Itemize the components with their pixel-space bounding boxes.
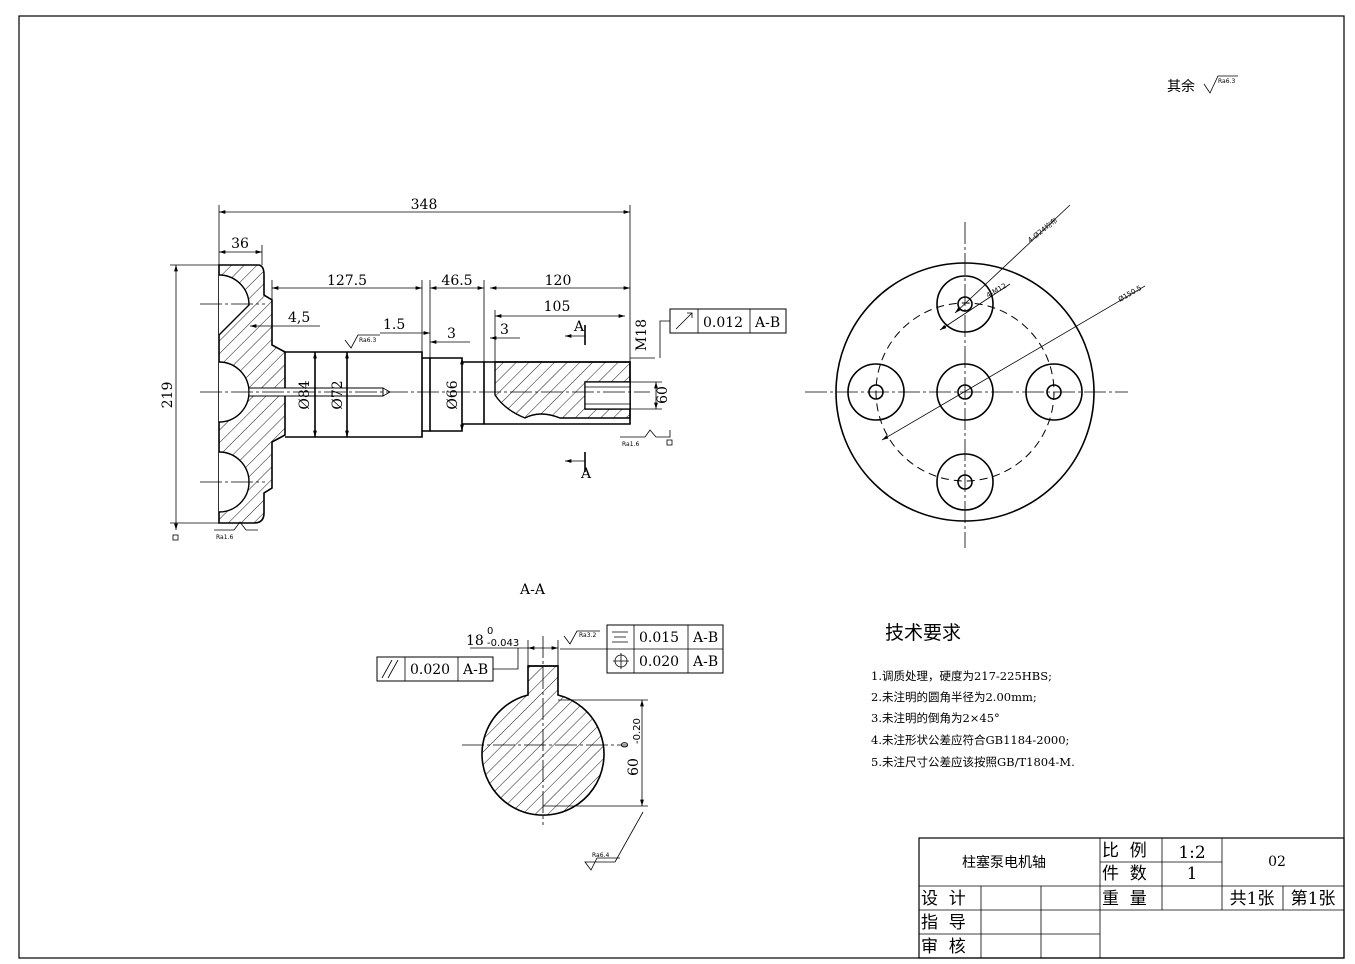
roughness-c: Ra1.6	[216, 534, 233, 541]
symmetry-value: 0.015	[639, 630, 679, 646]
dim-keyway-length: 105	[544, 299, 571, 315]
general-roughness: 其余 Ra6.3	[1167, 75, 1238, 95]
tech-item-1: 1.调质处理，硬度为217-225HBS;	[871, 669, 1052, 683]
label-thread: 4-M12	[985, 282, 1008, 300]
review-label: 审 核	[921, 937, 966, 957]
key-tol-lower: -0.043	[487, 638, 519, 649]
dim-seg2: 46.5	[441, 273, 472, 289]
dim-flange-thickness: 36	[231, 236, 249, 252]
roughness-b: Ra6.4	[592, 852, 609, 859]
dim-3b: 3	[500, 322, 509, 338]
section-title: A-A	[519, 582, 546, 598]
runout-tolerance-frame: 0.012 A-B	[659, 308, 787, 358]
parallel-tolerance-frame: 0.020 A-B	[376, 648, 519, 682]
tech-item-2: 2.未注明的圆角半径为2.00mm;	[871, 690, 1037, 704]
depth: 60	[626, 758, 642, 776]
symmetry-position-frame: 0.015 A-B 0.020 A-B	[560, 624, 724, 674]
runout-datum: A-B	[754, 315, 780, 331]
roughness-a: Ra3.2	[579, 632, 596, 639]
label-holes: 4-Ø24均布	[1026, 216, 1059, 245]
dim-1-5: 1.5	[383, 317, 405, 333]
bolt-hole-right	[1025, 363, 1083, 421]
dim-seg3: 120	[545, 273, 572, 289]
tech-item-5: 5.未注尺寸公差应该按照GB/T1804-M.	[871, 755, 1075, 769]
roughness-a: Ra6.3	[359, 337, 376, 344]
section-label-top: A	[573, 319, 585, 335]
position-value: 0.020	[639, 654, 679, 670]
scale-value: 1:2	[1178, 843, 1205, 863]
qty-label: 件 数	[1102, 864, 1147, 884]
dim-flange-dia: 219	[160, 382, 176, 409]
key-width: 18	[466, 633, 484, 649]
dim-total-length: 348	[411, 197, 438, 213]
depth-tol-upper: 0	[620, 742, 631, 748]
scale-label: 比 例	[1102, 841, 1147, 861]
shaft-front-view: 348 36 127.5 46.5 120 105 4,5 1.5 3 3	[160, 197, 787, 541]
guide-label: 指 导	[921, 913, 966, 933]
position-datum: A-B	[692, 654, 718, 670]
drawing-border	[18, 15, 1345, 959]
tech-requirements: 技术要求 1.调质处理，硬度为217-225HBS; 2.未注明的圆角半径为2.…	[871, 622, 1075, 769]
dim-seg1: 127.5	[327, 273, 367, 289]
roughness-b: Ra1.6	[622, 441, 639, 448]
depth-tol-lower: -0.20	[632, 718, 643, 744]
tech-heading: 技术要求	[885, 622, 961, 644]
general-roughness-value: Ra6.3	[1218, 78, 1235, 85]
label-pcd: Ø150.5	[1117, 284, 1143, 304]
bolt-hole-left	[847, 363, 905, 421]
end-view: 4-Ø24均布 4-M12 Ø150.5	[805, 204, 1146, 548]
sheets-total: 共1张	[1230, 889, 1275, 909]
bolt-hole-bottom	[936, 453, 994, 511]
drawing-no: 02	[1268, 854, 1286, 870]
section-label-bottom: A	[580, 466, 592, 482]
weight-label: 重 量	[1102, 889, 1147, 909]
tech-item-3: 3.未注明的倒角为2×45°	[871, 711, 1000, 725]
dim-4-5: 4,5	[288, 310, 310, 326]
sheet-no: 第1张	[1291, 889, 1336, 909]
general-roughness-prefix: 其余	[1167, 78, 1195, 95]
dim-hole-depth: 60	[655, 386, 671, 404]
bolt-hole-top	[936, 275, 994, 333]
section-a-a: A-A 18 0 -0.043 60 0 -0.20 Ra3.2 Ra6.4 0…	[376, 582, 724, 871]
part-name: 柱塞泵电机轴	[962, 854, 1046, 871]
dim-d66: Ø66	[445, 380, 461, 409]
title-block: 柱塞泵电机轴 比 例 1:2 件 数 1 02 重 量 共1张 第1张 设 计 …	[918, 837, 1345, 959]
tech-item-4: 4.未注形状公差应符合GB1184-2000;	[871, 733, 1069, 747]
dim-thread: M18	[634, 319, 650, 351]
symmetry-datum: A-B	[692, 630, 718, 646]
parallel-datum: A-B	[462, 662, 488, 678]
dim-d72: Ø72	[330, 380, 346, 409]
bolt-hole-center	[936, 363, 994, 421]
designer-label: 设 计	[921, 889, 966, 909]
qty-value: 1	[1187, 864, 1198, 884]
dim-3a: 3	[447, 326, 456, 342]
key-tol-upper: 0	[487, 626, 493, 637]
runout-value: 0.012	[703, 315, 743, 331]
parallel-value: 0.020	[410, 662, 450, 678]
dim-d84: Ø84	[297, 380, 313, 409]
